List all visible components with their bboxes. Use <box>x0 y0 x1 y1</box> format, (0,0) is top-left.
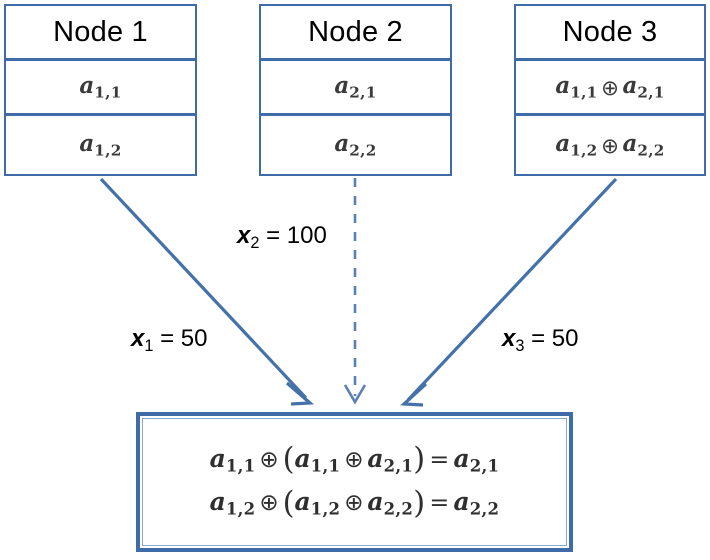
node-3-row-2-left-subscript: 1,2 <box>570 141 598 160</box>
edge-label-x1-var: x <box>131 325 145 352</box>
node-1-header: Node 1 <box>6 6 195 61</box>
edge-label-x1: x1 = 50 <box>131 325 207 356</box>
node-2-row-1: a2,1 <box>261 61 450 116</box>
node-1-row-1-subscript: 1,1 <box>94 83 122 102</box>
edge-label-x1-value: = 50 <box>153 325 208 352</box>
node-2-row-2-subscript: 2,2 <box>349 141 377 160</box>
node-box-2[interactable]: Node 2 a2,1 a2,2 <box>259 4 452 176</box>
result-line-1: a1,1⊕(a1,1⊕a2,1)=a2,1 <box>209 442 500 478</box>
right-paren: ) <box>413 485 426 521</box>
node-3-row-1: a1,1⊕a2,1 <box>516 61 704 116</box>
xor-icon: ⊕ <box>601 74 619 100</box>
xor-icon: ⊕ <box>601 132 619 158</box>
result-line-1-term3-subscript: 2,1 <box>383 456 414 476</box>
node-2-row-1-subscript: 2,1 <box>349 83 377 102</box>
xor-icon: ⊕ <box>344 446 364 473</box>
edge-label-x3-subscript: 3 <box>515 336 525 355</box>
result-line-1-term1-subscript: 1,1 <box>225 456 256 476</box>
edge-arrow-1 <box>99 177 315 406</box>
node-3-header: Node 3 <box>516 6 704 61</box>
xor-icon: ⊕ <box>344 489 364 516</box>
result-line-2-term3-subscript: 2,2 <box>383 499 414 519</box>
edge-label-x3: x3 = 50 <box>502 325 578 356</box>
node-1-row-2: a1,2 <box>6 116 195 174</box>
edge-label-x2-subscript: 2 <box>250 233 260 252</box>
edge-label-x2: x2 = 100 <box>237 222 327 253</box>
result-line-2-term2-subscript: 1,2 <box>310 499 341 519</box>
edge-label-x3-var: x <box>502 325 516 352</box>
xor-icon: ⊕ <box>259 446 279 473</box>
result-line-2: a1,2⊕(a1,2⊕a2,2)=a2,2 <box>209 485 500 521</box>
node-1-row-1: a1,1 <box>6 61 195 116</box>
edge-label-x1-subscript: 1 <box>144 336 154 355</box>
node-3-row-2: a1,2⊕a2,2 <box>516 116 704 174</box>
result-line-1-term2-subscript: 1,1 <box>310 456 341 476</box>
edge-label-x2-var: x <box>237 222 251 249</box>
left-paren: ( <box>282 485 295 521</box>
right-paren: ) <box>413 442 426 478</box>
node-3-row-1-left-subscript: 1,1 <box>570 83 598 102</box>
node-2-row-2: a2,2 <box>261 116 450 174</box>
node-box-3[interactable]: Node 3 a1,1⊕a2,1 a1,2⊕a2,2 <box>514 4 706 176</box>
equals-icon: = <box>429 488 450 517</box>
result-line-1-rhs-subscript: 2,1 <box>469 456 500 476</box>
edge-label-x3-value: = 50 <box>524 325 579 352</box>
node-box-1[interactable]: Node 1 a1,1 a1,2 <box>4 4 197 176</box>
xor-icon: ⊕ <box>259 489 279 516</box>
equals-icon: = <box>429 445 450 474</box>
node-1-row-2-subscript: 1,2 <box>94 141 122 160</box>
result-line-2-term1-subscript: 1,2 <box>225 499 256 519</box>
edge-arrow-3 <box>400 177 618 407</box>
edge-label-x2-value: = 100 <box>259 222 327 249</box>
node-3-row-1-right-subscript: 2,1 <box>637 83 665 102</box>
edge-arrow-2 <box>343 178 367 405</box>
result-box-inner: a1,1⊕(a1,1⊕a2,1)=a2,1 a1,2⊕(a1,2⊕a2,2)=a… <box>142 418 567 546</box>
node-3-row-2-right-subscript: 2,2 <box>637 141 665 160</box>
left-paren: ( <box>282 442 295 478</box>
result-box[interactable]: a1,1⊕(a1,1⊕a2,1)=a2,1 a1,2⊕(a1,2⊕a2,2)=a… <box>136 412 573 552</box>
result-line-2-rhs-subscript: 2,2 <box>469 499 500 519</box>
node-2-header: Node 2 <box>261 6 450 61</box>
